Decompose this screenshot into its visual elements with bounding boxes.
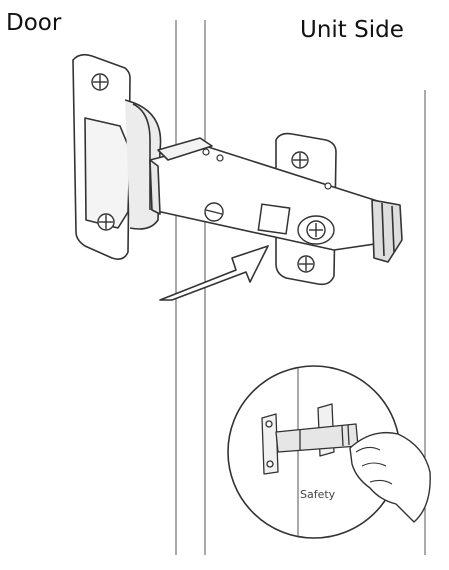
safety-label: Safety bbox=[300, 488, 336, 501]
screw-icon bbox=[297, 255, 315, 273]
door-label: Door bbox=[6, 10, 62, 36]
screw-icon bbox=[204, 202, 224, 222]
unit-side-label: Unit Side bbox=[300, 17, 404, 43]
safety-inset: Safety bbox=[227, 365, 431, 539]
screw-icon bbox=[297, 215, 335, 245]
hand-icon bbox=[349, 431, 431, 523]
screw-icon bbox=[91, 73, 109, 91]
door-cup-plate bbox=[72, 53, 162, 260]
adjust-window bbox=[257, 203, 291, 235]
screw-icon bbox=[291, 151, 309, 169]
arrow-icon bbox=[159, 245, 269, 301]
screw-icon bbox=[97, 213, 115, 231]
rivet-dots bbox=[202, 148, 332, 190]
